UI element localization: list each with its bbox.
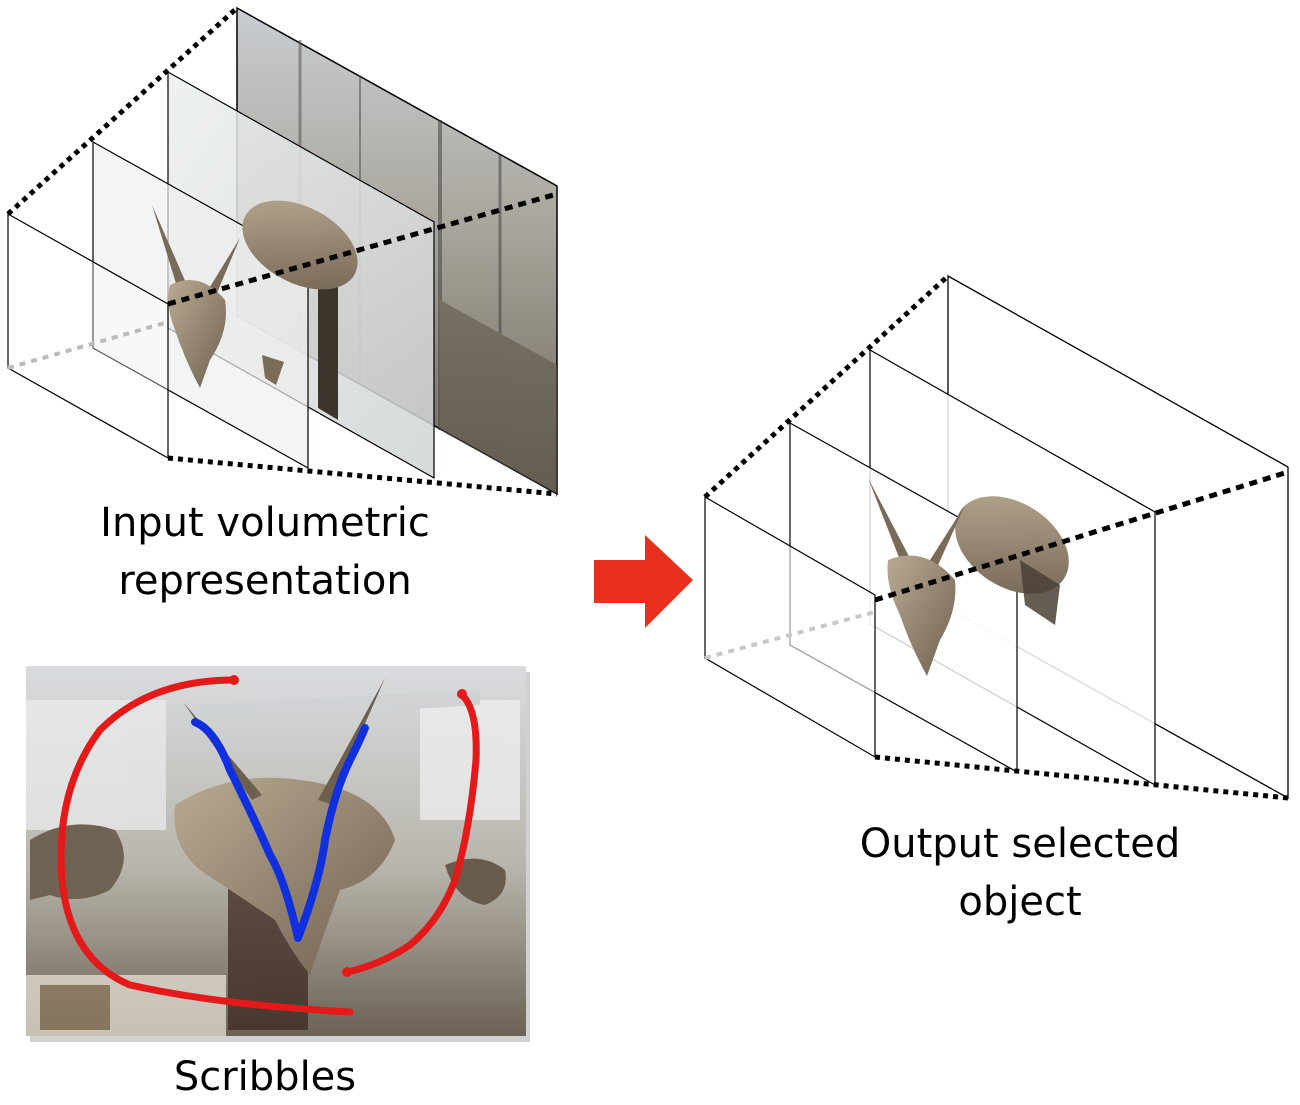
scribbles-photo bbox=[26, 666, 530, 1042]
back-slice-texture bbox=[298, 40, 557, 494]
input-volume bbox=[6, 6, 558, 497]
input-caption: Input volumetric representation bbox=[40, 494, 490, 610]
input-caption-line2: representation bbox=[118, 558, 412, 604]
output-caption-line2: object bbox=[958, 879, 1082, 925]
blue-scribble bbox=[191, 718, 369, 942]
output-frustum-edges bbox=[703, 274, 1289, 801]
input-frustum-edges bbox=[6, 6, 558, 497]
right-arrow-icon bbox=[594, 535, 693, 628]
output-skull bbox=[868, 478, 965, 676]
output-floor-edge bbox=[704, 610, 876, 660]
red-scribble bbox=[57, 675, 480, 1016]
output-caption: Output selected object bbox=[790, 815, 1250, 931]
output-volume bbox=[703, 274, 1289, 801]
scribbles-caption-text: Scribbles bbox=[173, 1054, 357, 1100]
output-frill bbox=[955, 496, 1069, 625]
input-frill bbox=[242, 200, 358, 420]
input-floor-edge bbox=[7, 320, 169, 370]
output-caption-line1: Output selected bbox=[859, 821, 1181, 867]
input-skull bbox=[152, 205, 284, 388]
scribbles-caption: Scribbles bbox=[60, 1048, 470, 1105]
input-caption-line1: Input volumetric bbox=[100, 500, 430, 546]
